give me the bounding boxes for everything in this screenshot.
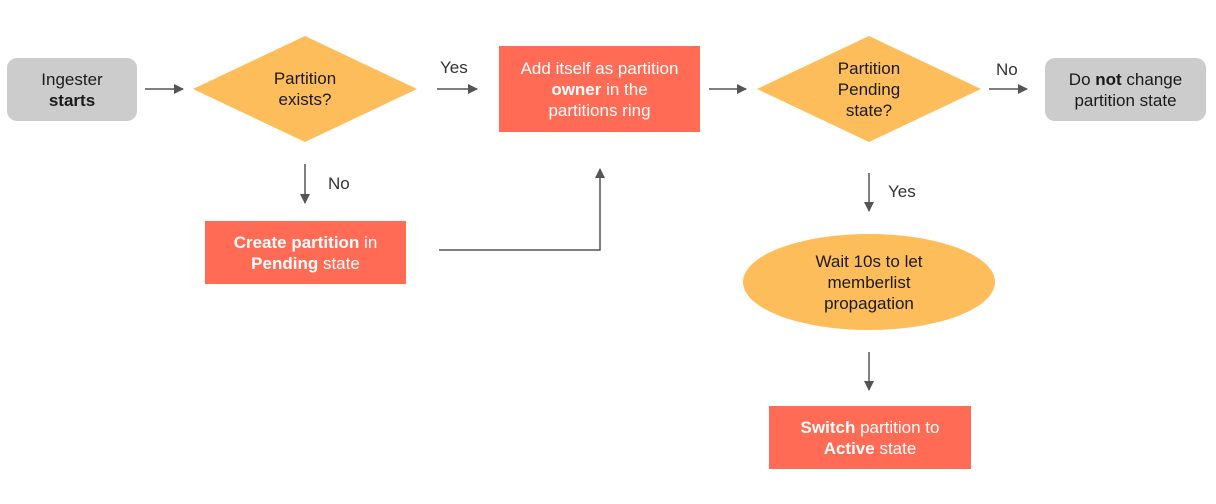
node-create-partition-line1-bold: Create partition — [233, 232, 360, 252]
node-wait: Wait 10s to let memberlist propagation — [769, 245, 969, 319]
node-no-change-line1-pre: Do — [1068, 69, 1096, 89]
decision-pending-state-shape — [757, 36, 981, 142]
edge-label-pending-no: No — [996, 60, 1018, 79]
node-ingester-starts-line1: Ingester — [41, 69, 103, 89]
node-pending-check-line2: Pending — [837, 79, 901, 99]
node-switch-active: Switch partition to Active state — [769, 406, 971, 469]
node-wait-line1: Wait 10s to let — [815, 251, 923, 271]
node-add-owner-line2-bold: owner — [551, 79, 602, 99]
decision-partition-exists-shape — [193, 36, 417, 142]
node-pending-check: Partition Pending state? — [794, 52, 944, 126]
node-wait-line2: memberlist — [827, 272, 911, 292]
node-partition-exists: Partition exists? — [230, 60, 380, 118]
node-ingester-starts: Ingester starts — [7, 58, 137, 121]
edge-label-pending-yes: Yes — [888, 182, 916, 201]
wait-step-shape — [743, 234, 995, 330]
node-no-change-line2: partition state — [1074, 90, 1177, 110]
node-no-change-line1-bold: not — [1095, 69, 1122, 89]
node-add-owner: Add itself as partition owner in the par… — [499, 46, 700, 132]
arrow-create-to-add-owner — [439, 168, 605, 251]
node-partition-exists-line1: Partition — [273, 69, 337, 88]
node-switch-active-line1-rest: partition to — [855, 417, 940, 437]
node-create-partition-line1-rest: in — [359, 232, 378, 252]
node-pending-check-line1: Partition — [837, 58, 901, 78]
node-partition-exists-line2: exists? — [278, 90, 332, 109]
node-pending-check-line3: state? — [845, 100, 893, 120]
edge-label-exists-yes: Yes — [440, 58, 468, 77]
node-ingester-starts-line2: starts — [48, 90, 96, 110]
node-switch-active-line1-bold: Switch — [800, 417, 856, 437]
node-add-owner-line2-rest: in the — [601, 79, 648, 99]
node-add-owner-line3: partitions ring — [548, 100, 651, 120]
node-wait-line3: propagation — [824, 293, 914, 313]
node-switch-active-line2-bold: Active — [823, 438, 875, 458]
node-no-change-line1-post: change — [1121, 69, 1183, 89]
edge-label-exists-no: No — [328, 174, 350, 193]
node-create-partition-line2-rest: state — [318, 253, 360, 273]
node-no-change: Do not change partition state — [1045, 58, 1206, 121]
node-create-partition: Create partition in Pending state — [205, 221, 406, 284]
node-create-partition-line2-bold: Pending — [251, 253, 319, 273]
node-add-owner-line1: Add itself as partition — [520, 58, 679, 78]
node-switch-active-line2-rest: state — [874, 438, 917, 458]
